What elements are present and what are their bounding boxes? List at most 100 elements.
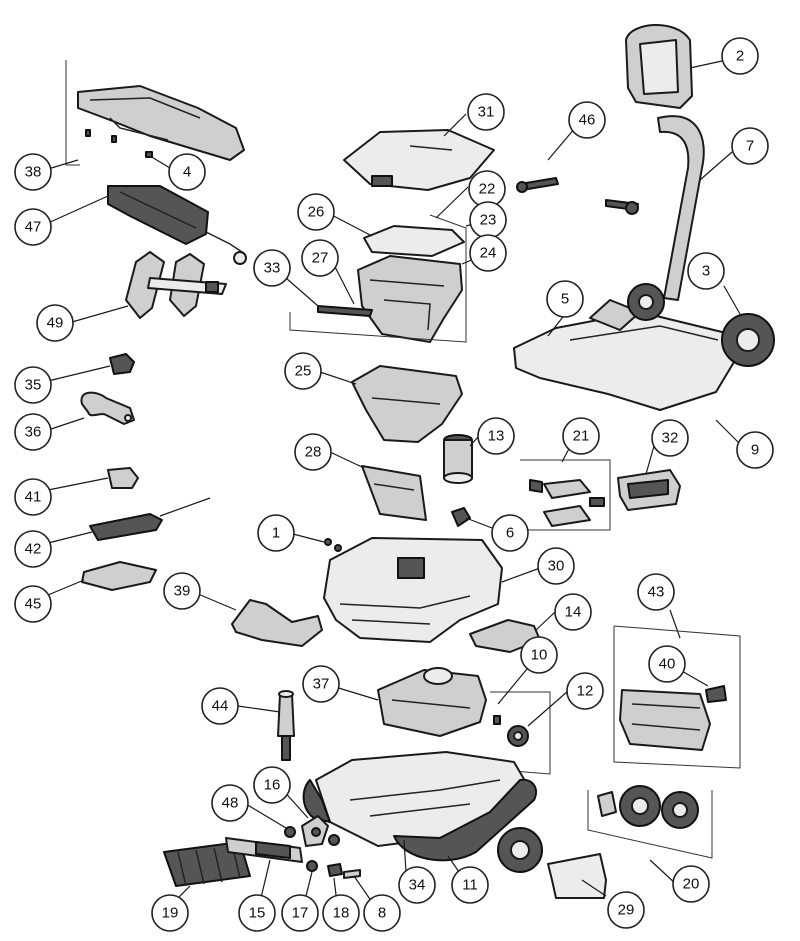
callout-46: 46	[568, 101, 606, 139]
part-side-bumper	[231, 599, 323, 647]
callout-circle	[151, 894, 189, 932]
callout-15: 15	[238, 894, 276, 932]
callout-label: 36	[25, 424, 42, 441]
callout-27: 27	[301, 239, 339, 277]
callout-33: 33	[253, 249, 291, 287]
callout-39: 39	[163, 572, 201, 610]
part-roller-assembly	[619, 685, 727, 751]
group-bracket-43	[613, 625, 741, 769]
part-control-unit	[89, 497, 211, 541]
callout-label: 11	[462, 877, 478, 894]
callout-17: 17	[281, 894, 319, 932]
callout-circle	[14, 478, 52, 516]
part-nut	[327, 863, 343, 877]
part-cover-plate	[81, 561, 157, 591]
callout-circle	[566, 672, 604, 710]
part-handle-bracket	[125, 251, 227, 319]
part-clip	[109, 353, 135, 375]
callout-label: 26	[308, 204, 325, 221]
callout-22: 22	[468, 170, 506, 208]
callout-label: 20	[683, 876, 700, 893]
group-bracket-20	[587, 790, 713, 859]
callout-circle	[211, 784, 249, 822]
part-caddy-handle	[625, 24, 705, 301]
callout-label: 7	[746, 138, 754, 155]
callout-circle	[238, 894, 276, 932]
callout-label: 32	[662, 430, 679, 447]
callout-circle	[363, 894, 401, 932]
callout-circle	[651, 419, 689, 457]
callout-label: 3	[702, 263, 710, 280]
callout-25: 25	[284, 352, 322, 390]
callout-circle	[257, 514, 295, 552]
part-screw-small	[493, 715, 501, 725]
callout-49: 49	[36, 304, 74, 342]
callout-circle	[302, 665, 340, 703]
callout-41: 41	[14, 478, 52, 516]
callout-label: 18	[333, 905, 350, 922]
callout-label: 40	[659, 656, 676, 673]
callout-label: 43	[648, 584, 665, 601]
callout-circle	[648, 645, 686, 683]
part-caddy-base	[513, 299, 741, 411]
callout-circle	[520, 636, 558, 674]
part-impeller	[443, 434, 473, 484]
callout-20: 20	[672, 865, 710, 903]
part-cover-sheet	[547, 853, 607, 899]
callout-circle	[201, 687, 239, 725]
callout-circle	[253, 249, 291, 287]
callout-24: 24	[469, 234, 507, 272]
callout-label: 4	[183, 164, 191, 181]
callout-13: 13	[477, 417, 515, 455]
callout-label: 22	[479, 181, 496, 198]
callout-label: 17	[292, 905, 309, 922]
callout-label: 14	[565, 604, 582, 621]
callout-38: 38	[14, 153, 52, 191]
callout-circle	[562, 417, 600, 455]
callout-label: 15	[249, 905, 266, 922]
callout-label: 28	[305, 444, 322, 461]
callout-label: 16	[264, 777, 281, 794]
callout-circle	[537, 547, 575, 585]
callout-circle	[14, 530, 52, 568]
callout-23: 23	[469, 201, 507, 239]
callout-16: 16	[253, 766, 291, 804]
callout-44: 44	[201, 687, 239, 725]
callout-circle	[607, 891, 645, 929]
callout-circle	[14, 585, 52, 623]
callout-label: 42	[25, 541, 42, 558]
callout-circle	[14, 366, 52, 404]
callout-label: 31	[478, 104, 495, 121]
callout-circle	[469, 234, 507, 272]
part-hook	[80, 391, 135, 425]
callout-label: 5	[561, 291, 569, 308]
callout-circle	[491, 514, 529, 552]
callout-32: 32	[651, 419, 689, 457]
callout-circle	[451, 866, 489, 904]
callout-label: 41	[25, 489, 42, 506]
callout-circle	[731, 127, 769, 165]
callout-label: 24	[480, 245, 497, 262]
callout-circle	[14, 413, 52, 451]
callout-circle	[322, 894, 360, 932]
part-caddy-wheel	[627, 283, 775, 367]
callout-circle	[281, 894, 319, 932]
callout-14: 14	[554, 593, 592, 631]
callout-12: 12	[566, 672, 604, 710]
callout-label: 30	[548, 558, 565, 575]
callout-42: 42	[14, 530, 52, 568]
callout-label: 46	[579, 112, 596, 129]
callout-label: 9	[751, 442, 759, 459]
callout-circle	[467, 93, 505, 131]
callout-9: 9	[736, 431, 774, 469]
callout-circle	[568, 101, 606, 139]
callout-label: 13	[488, 428, 505, 445]
callout-circle	[14, 208, 52, 246]
group-bracket-38	[65, 60, 80, 166]
part-filter-seal	[317, 305, 373, 317]
callout-label: 29	[618, 902, 635, 919]
callout-5: 5	[546, 280, 584, 318]
callout-circle	[398, 866, 436, 904]
callout-26: 26	[297, 193, 335, 231]
